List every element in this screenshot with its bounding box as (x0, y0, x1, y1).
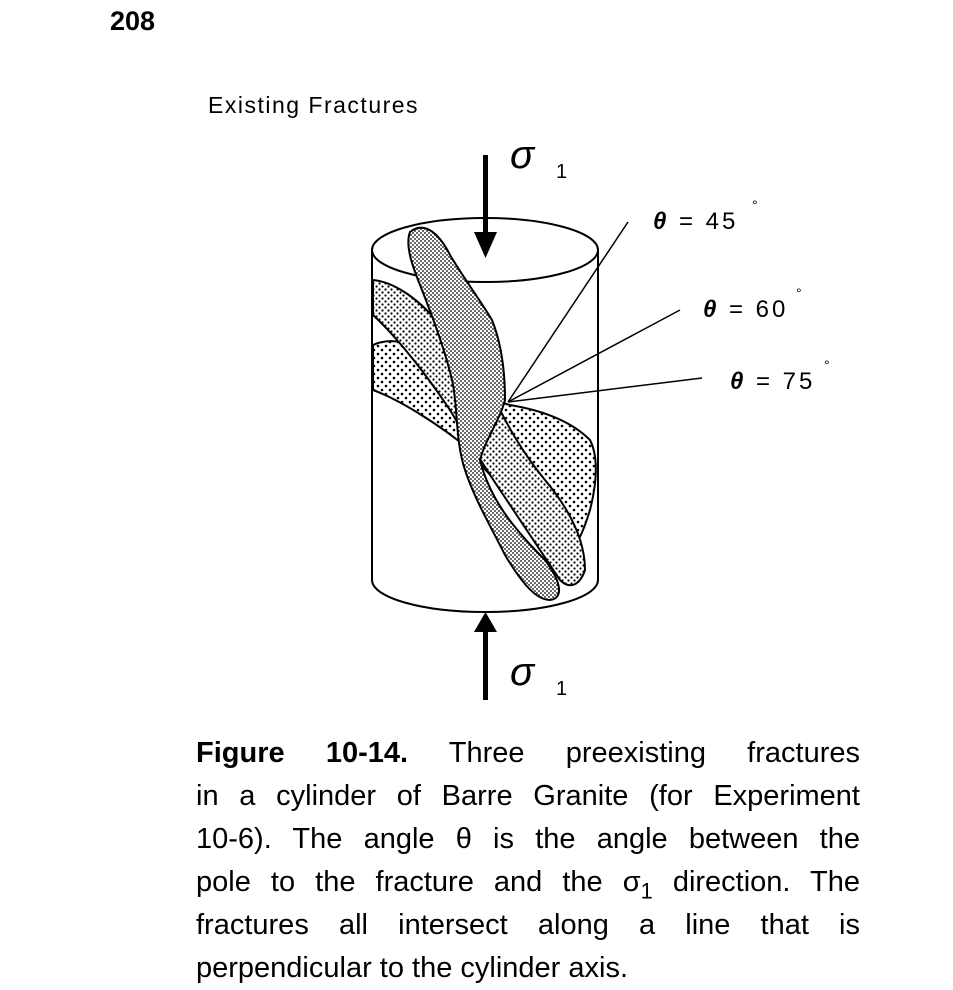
angle-label-75-text: = 75 (756, 368, 815, 395)
angle-label-60-symbol: θ (703, 296, 716, 323)
leader-line-45 (507, 221, 629, 403)
angle-label-60-degree: ° (796, 285, 802, 301)
caption-line-1: Figure 10-14. Three preexisting fracture… (196, 732, 860, 775)
leader-line-75 (507, 377, 703, 403)
angle-label-60-text: = 60 (729, 296, 788, 323)
sigma-top-label: σ 1 (510, 133, 567, 183)
caption-line-3: 10-6). The angle θ is the angle between … (196, 823, 860, 855)
bottom-arrow-shaft (483, 630, 488, 700)
angle-label-60: θ = 60 ° (703, 285, 802, 323)
fractures (372, 226, 597, 602)
bottom-arrow-head (474, 612, 497, 632)
sigma-top-symbol: σ (510, 133, 536, 177)
leader-line-60 (507, 309, 681, 403)
angle-label-45: θ = 45 ° (653, 197, 758, 235)
caption-line-6: perpendicular to the cylinder axis. (196, 952, 629, 984)
bottom-stress-arrow (474, 612, 497, 700)
angle-label-75: θ = 75 ° (730, 357, 830, 395)
sigma-bottom-symbol: σ (510, 650, 536, 694)
fracture-45 (407, 226, 560, 602)
sigma-bottom-subscript: 1 (556, 678, 567, 700)
caption-figure-label: Figure 10-14. (196, 737, 409, 769)
figure-title: Existing Fractures (208, 92, 419, 118)
caption-line-5: fractures all intersect along a line tha… (196, 909, 860, 941)
top-arrow-shaft (483, 155, 488, 235)
caption-line-4-post: direction. The (652, 866, 860, 898)
top-stress-arrow (474, 155, 497, 258)
caption-line-4: pole to the fracture and the σ1 directio… (196, 861, 860, 904)
angle-label-75-degree: ° (824, 357, 830, 373)
angle-label-45-degree: ° (752, 197, 758, 213)
cylinder-bottom-arc (371, 579, 599, 613)
figure-10-14: Existing Fractures θ = 45 ° θ = 60 ° θ =… (208, 92, 830, 700)
caption-line-4-pre: pole to the fracture and the σ (196, 866, 641, 898)
angle-label-75-symbol: θ (730, 368, 743, 395)
caption-line-1-text: Three preexisting fractures (448, 737, 860, 769)
page-number: 208 (110, 6, 156, 36)
caption-line-2: in a cylinder of Barre Granite (for Expe… (196, 780, 860, 812)
figure-caption: Figure 10-14. Three preexisting fracture… (196, 732, 860, 990)
sigma-bottom-label: σ 1 (510, 650, 567, 700)
top-arrow-head (474, 232, 497, 258)
angle-leader-lines (507, 221, 703, 403)
angle-label-45-text: = 45 (679, 208, 738, 235)
angle-label-45-symbol: θ (653, 208, 666, 235)
sigma-top-subscript: 1 (556, 161, 567, 183)
caption-sigma-subscript: 1 (640, 878, 653, 904)
